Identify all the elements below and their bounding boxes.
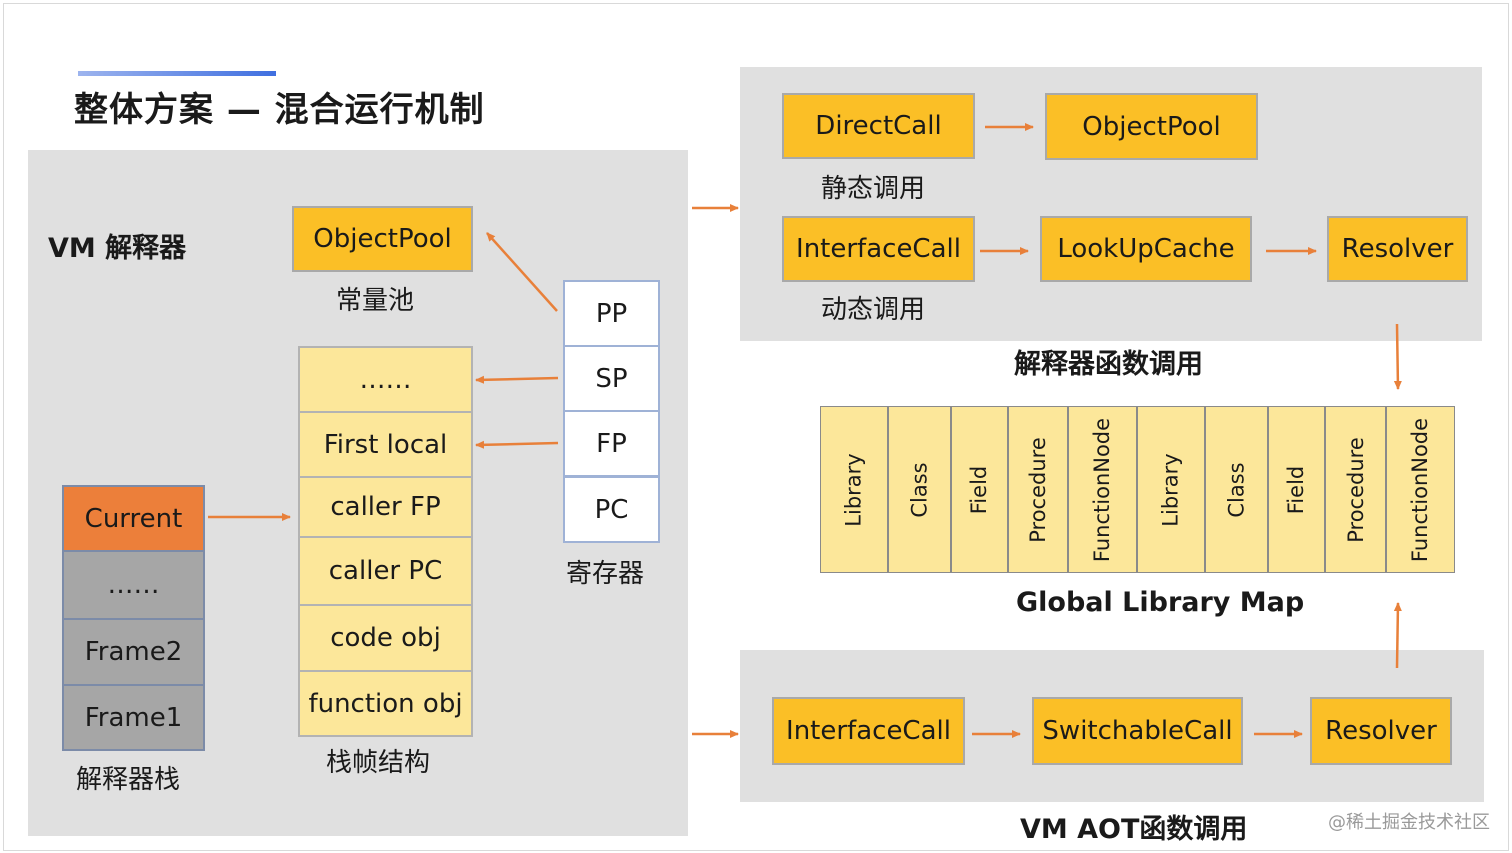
map-column: Library xyxy=(820,406,888,573)
arrow-pp-to-pool xyxy=(486,232,558,312)
stack-frame1: Frame1 xyxy=(62,684,205,751)
lookupcache-box: LookUpCache xyxy=(1040,216,1252,282)
library-map: Library Class Field Procedure FunctionNo… xyxy=(820,406,1455,573)
page-title: 整体方案 — 混合运行机制 xyxy=(74,90,485,130)
library-map-caption: Global Library Map xyxy=(1016,587,1305,618)
slide-frame xyxy=(3,3,1509,851)
static-call-caption: 静态调用 xyxy=(821,174,926,204)
frame-slot-first-local: First local xyxy=(298,411,473,478)
frame-slot-code-obj: code obj xyxy=(298,604,473,672)
stack-frame2: Frame2 xyxy=(62,618,205,686)
interfacecall-box: InterfaceCall xyxy=(782,216,975,282)
registers-caption: 寄存器 xyxy=(566,559,645,589)
constant-pool-box: ObjectPool xyxy=(292,206,473,272)
watermark: @稀土掘金技术社区 xyxy=(1328,812,1490,833)
register-sp: SP xyxy=(563,345,660,412)
frame-caption: 栈帧结构 xyxy=(326,748,431,778)
aot-calls-caption: VM AOT函数调用 xyxy=(1020,814,1248,845)
title-accent-bar xyxy=(78,71,276,76)
dynamic-call-caption: 动态调用 xyxy=(821,295,926,325)
map-column: Field xyxy=(950,406,1008,573)
map-column: Library xyxy=(1137,406,1205,573)
constant-pool-caption: 常量池 xyxy=(336,286,415,316)
map-column: Procedure xyxy=(1008,406,1068,573)
arrow-resolver-to-map xyxy=(1393,323,1402,390)
map-column: Class xyxy=(888,406,951,573)
register-pc: PC xyxy=(563,476,660,543)
frame-slot-ellipsis: …… xyxy=(298,346,473,413)
arrow-sp-to-frame xyxy=(475,375,559,384)
vm-interpreter-label: VM 解释器 xyxy=(48,233,187,264)
frame-slot-caller-fp: caller FP xyxy=(298,476,473,538)
stack-ellipsis: …… xyxy=(62,550,205,620)
map-column: Field xyxy=(1267,406,1325,573)
stack-caption: 解释器栈 xyxy=(76,765,181,795)
map-column: Procedure xyxy=(1325,406,1386,573)
map-column: Class xyxy=(1205,406,1268,573)
map-column: FunctionNode xyxy=(1386,406,1455,573)
map-column: FunctionNode xyxy=(1068,406,1137,573)
frame-slot-function-obj: function obj xyxy=(298,670,473,737)
register-fp: FP xyxy=(563,410,660,477)
register-pp: PP xyxy=(563,280,660,347)
arrow-aot-resolver-to-map xyxy=(1393,602,1402,669)
aot-switchablecall-box: SwitchableCall xyxy=(1032,697,1243,765)
aot-resolver-box: Resolver xyxy=(1310,697,1452,765)
objectpool-box: ObjectPool xyxy=(1045,93,1258,160)
arrow-fp-to-first-local xyxy=(475,440,559,449)
aot-interfacecall-box: InterfaceCall xyxy=(772,697,965,765)
interp-calls-caption: 解释器函数调用 xyxy=(1014,349,1203,380)
resolver-box: Resolver xyxy=(1327,216,1468,282)
directcall-box: DirectCall xyxy=(782,93,975,159)
